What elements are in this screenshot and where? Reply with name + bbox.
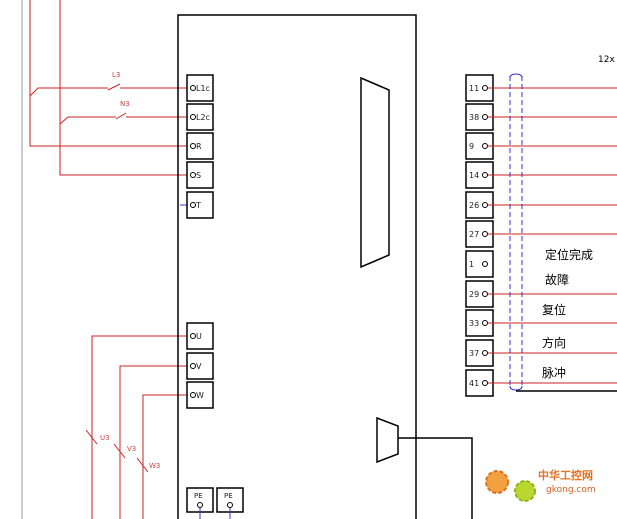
signal-cable-bundle	[509, 73, 523, 391]
terminal-26: 26	[465, 191, 617, 219]
watermark: 中华工控网 gkong.com	[485, 468, 596, 502]
signal-label: 方向	[542, 335, 566, 350]
encoder-cable	[398, 437, 473, 519]
terminal-pe-1: PE	[186, 487, 214, 519]
switch-v	[113, 443, 126, 459]
wire-mark-w3: W3	[149, 462, 160, 470]
terminal-1: 1	[465, 250, 494, 278]
terminal-l2c: L2c	[186, 103, 214, 131]
terminal-t: T	[186, 191, 214, 219]
terminal-label: 27	[469, 230, 479, 239]
gear-icon	[485, 470, 509, 494]
ground-terminal-block: PE PE	[186, 487, 244, 519]
motor-wires	[85, 335, 188, 519]
terminal-label: 9	[469, 142, 474, 151]
wire-s	[59, 0, 188, 176]
terminal-11: 11	[465, 74, 617, 102]
terminal-r-label: R	[196, 142, 202, 151]
wire-l1c-switch	[107, 83, 121, 91]
wire-mark-u3: U3	[100, 434, 110, 442]
wire-mark-n3: N3	[120, 100, 130, 108]
terminal-label: 38	[469, 113, 479, 122]
wire-w	[142, 394, 188, 519]
supply-wires	[29, 0, 188, 176]
terminal-t-label: T	[195, 201, 201, 210]
terminal-pe-2: PE	[216, 487, 244, 519]
terminal-r: R	[186, 132, 214, 160]
switch-w	[136, 457, 149, 473]
terminal-29: 29	[465, 280, 617, 308]
terminal-v-label: V	[196, 362, 202, 371]
wire-u	[91, 335, 188, 519]
signal-label: 复位	[542, 302, 566, 317]
terminal-u-label: U	[196, 332, 202, 341]
terminal-label: 29	[469, 290, 479, 299]
terminal-v: V	[186, 352, 214, 380]
watermark-cn: 中华工控网	[538, 468, 593, 482]
io-terminal-block: 11 38 9 14 26 27 1 29 33 37 41	[465, 74, 617, 397]
terminal-w-label: W	[196, 391, 204, 400]
terminal-label: 11	[469, 84, 479, 93]
wire-v	[119, 365, 188, 519]
watermark-url: gkong.com	[546, 485, 596, 495]
terminal-u: U	[186, 322, 214, 350]
wire-r	[29, 0, 188, 147]
terminal-w: W	[186, 381, 214, 409]
db-connector	[360, 76, 390, 269]
wire-l2c-switch	[115, 112, 127, 120]
wire-l1c	[29, 87, 108, 97]
terminal-l2c-label: L2c	[196, 113, 210, 122]
gear-icon	[514, 480, 536, 502]
terminal-37: 37	[465, 339, 617, 367]
terminal-label: 37	[469, 349, 479, 358]
wire-l2c	[59, 116, 116, 125]
servo-drive-body	[177, 14, 417, 519]
terminal-14: 14	[465, 161, 617, 189]
signal-label: 脉冲	[542, 365, 566, 380]
wire-mark-v3: V3	[127, 445, 136, 453]
terminal-label: 26	[469, 201, 479, 210]
switch-u	[85, 429, 98, 445]
terminal-s-label: S	[196, 171, 201, 180]
terminal-38: 38	[465, 103, 617, 131]
terminal-label: 1	[469, 260, 474, 269]
wire-mark-l3: L3	[112, 71, 120, 79]
signal-label: 定位完成	[545, 247, 593, 262]
encoder-connector	[376, 416, 399, 464]
corner-label: 12x	[598, 55, 615, 65]
terminal-9: 9	[465, 132, 617, 160]
terminal-l1c: L1c	[186, 74, 214, 102]
pe-label: PE	[194, 492, 203, 500]
motor-terminal-block: U V W	[186, 322, 214, 409]
terminal-27: 27	[465, 220, 617, 248]
terminal-label: 14	[469, 171, 479, 180]
terminal-33: 33	[465, 309, 617, 337]
terminal-41: 41	[465, 369, 617, 397]
terminal-l1c-label: L1c	[196, 84, 210, 93]
terminal-label: 41	[469, 379, 479, 388]
terminal-label: 33	[469, 319, 479, 328]
pe-label: PE	[224, 492, 233, 500]
signal-label: 故障	[545, 272, 569, 287]
terminal-s: S	[186, 161, 214, 189]
